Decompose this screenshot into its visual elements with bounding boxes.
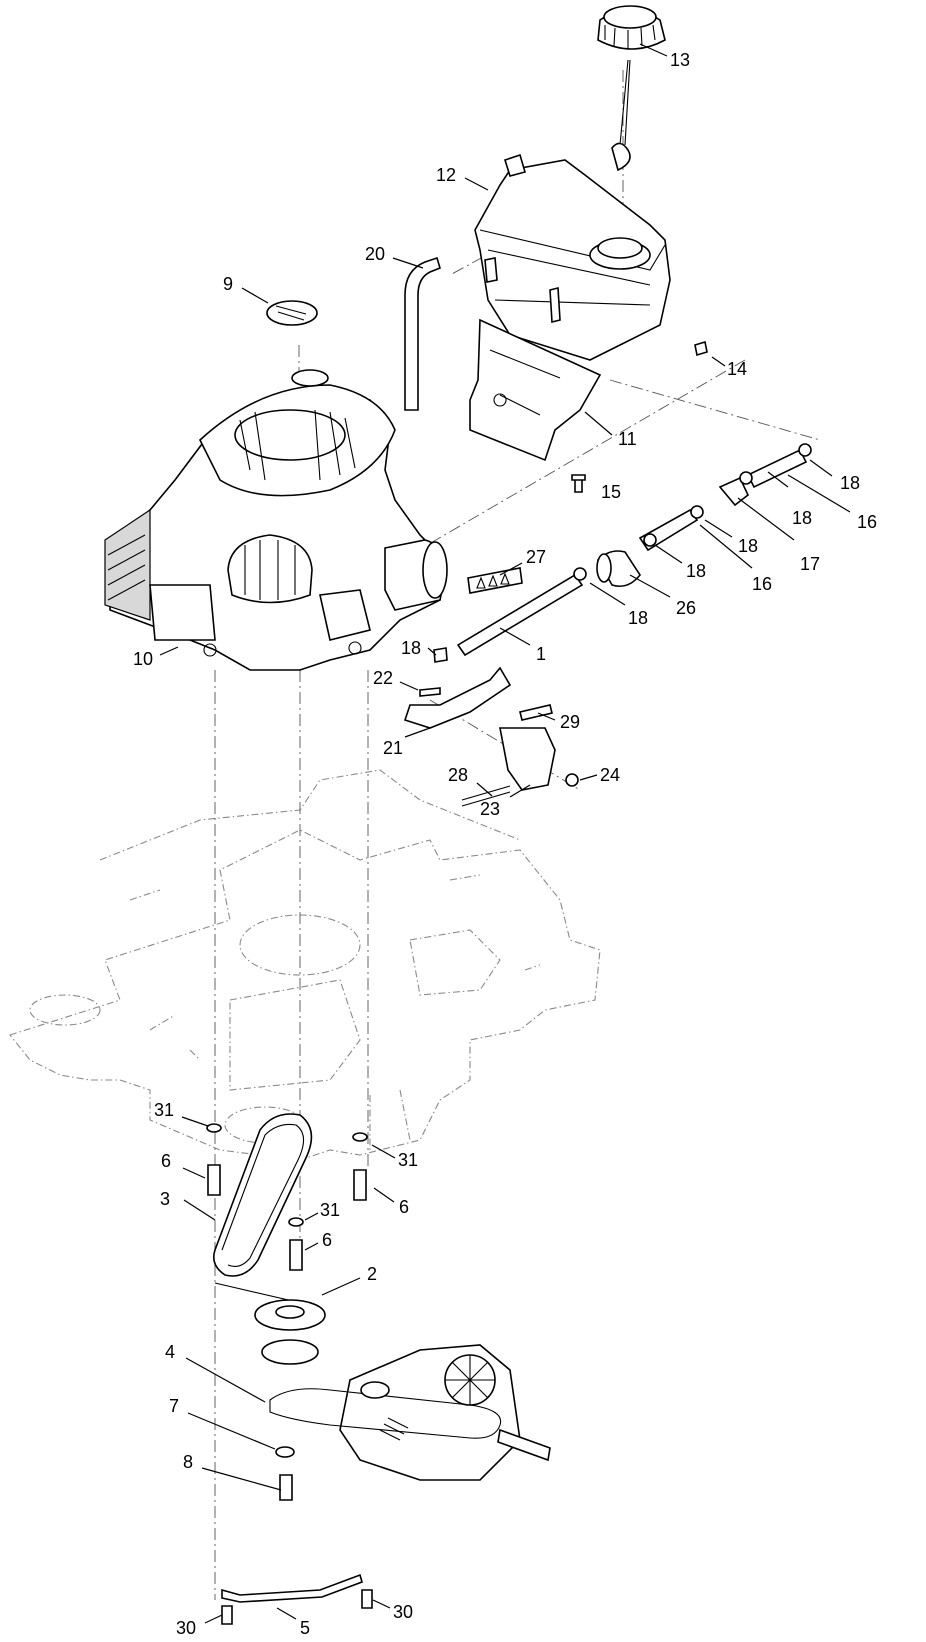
- callout-28: 28: [448, 765, 468, 785]
- bolts-14-15: [571, 340, 708, 493]
- callout-30-b: 30: [176, 1618, 196, 1638]
- engine: [104, 369, 448, 671]
- callout-8: 8: [183, 1452, 193, 1472]
- fuel-line-assembly: [433, 443, 812, 663]
- callout-31-c: 31: [320, 1200, 340, 1220]
- callout-4: 4: [165, 1342, 175, 1362]
- callout-20: 20: [365, 244, 385, 264]
- callout-12: 12: [436, 165, 456, 185]
- callout-16-a: 16: [857, 512, 877, 532]
- chassis-frame-phantom: [9, 769, 601, 1161]
- callout-21: 21: [383, 738, 403, 758]
- callout-30-a: 30: [393, 1602, 413, 1622]
- callout-10: 10: [133, 649, 153, 669]
- fuel-tank: [474, 153, 671, 361]
- fuel-hose-20: [404, 256, 441, 411]
- callout-labels: 13 12 20 9 14 11 15 18 18 16 18 17 18 16…: [133, 50, 877, 1638]
- callout-9: 9: [223, 274, 233, 294]
- callout-27: 27: [526, 547, 546, 567]
- callout-18-a: 18: [840, 473, 860, 493]
- callout-31-a: 31: [154, 1100, 174, 1120]
- callout-26: 26: [676, 598, 696, 618]
- callout-15: 15: [601, 482, 621, 502]
- drive-belt-3: [212, 1113, 313, 1277]
- transmission-4: [269, 1344, 551, 1481]
- fuel-cap: [597, 5, 666, 172]
- callout-6-a: 6: [161, 1151, 171, 1171]
- callout-18-f: 18: [401, 638, 421, 658]
- callout-18-e: 18: [628, 608, 648, 628]
- callout-11: 11: [618, 429, 637, 449]
- fuel-tank-bracket: [469, 318, 602, 462]
- callout-2: 2: [367, 1264, 377, 1284]
- throttle-bracket-assembly: [403, 666, 579, 807]
- warning-decal-27: [467, 567, 523, 594]
- callout-14: 14: [727, 359, 747, 379]
- callout-13: 13: [670, 50, 690, 70]
- engine-decal: [266, 300, 318, 326]
- callout-6-b: 6: [399, 1197, 409, 1217]
- callout-3: 3: [160, 1189, 170, 1209]
- callout-18-c: 18: [738, 536, 758, 556]
- callout-31-b: 31: [398, 1150, 418, 1170]
- callout-6-c: 6: [322, 1230, 332, 1250]
- engine-pulley-2: [214, 1282, 326, 1365]
- callout-5: 5: [300, 1618, 310, 1638]
- fasteners-6-31: [206, 1123, 368, 1271]
- callout-23: 23: [480, 799, 500, 819]
- callout-17: 17: [800, 554, 820, 574]
- callout-18-d: 18: [686, 561, 706, 581]
- callout-16-b: 16: [752, 574, 772, 594]
- callout-22: 22: [373, 668, 393, 688]
- callout-1: 1: [536, 644, 546, 664]
- leader-lines: [159, 43, 851, 1624]
- callout-24: 24: [600, 765, 620, 785]
- callout-29: 29: [560, 712, 580, 732]
- callout-7: 7: [169, 1396, 179, 1416]
- callout-18-b: 18: [792, 508, 812, 528]
- lower-hardware: [221, 1446, 373, 1625]
